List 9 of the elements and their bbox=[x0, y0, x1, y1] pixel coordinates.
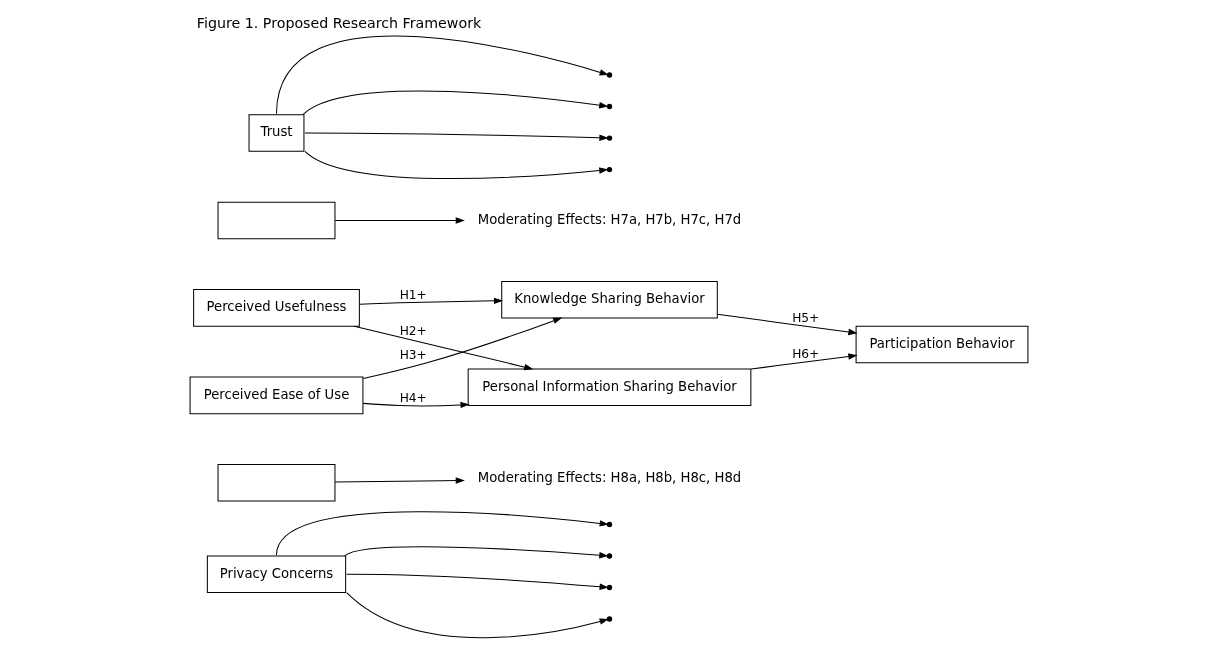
edge-label: H3+ bbox=[399, 348, 427, 363]
edge-label: H5+ bbox=[792, 310, 820, 325]
edge-label: H1+ bbox=[399, 288, 427, 303]
diagram-title: Figure 1. Proposed Research Framework bbox=[196, 14, 482, 31]
node-text: Moderating Effects: H8a, H8b, H8c, H8d bbox=[477, 470, 742, 486]
edge-label: H4+ bbox=[399, 391, 427, 406]
edge-label: H2+ bbox=[399, 323, 427, 338]
node-text: Moderating Effects: H7a, H7b, H7c, H7d bbox=[477, 211, 742, 227]
edge-label: H6+ bbox=[792, 347, 820, 362]
